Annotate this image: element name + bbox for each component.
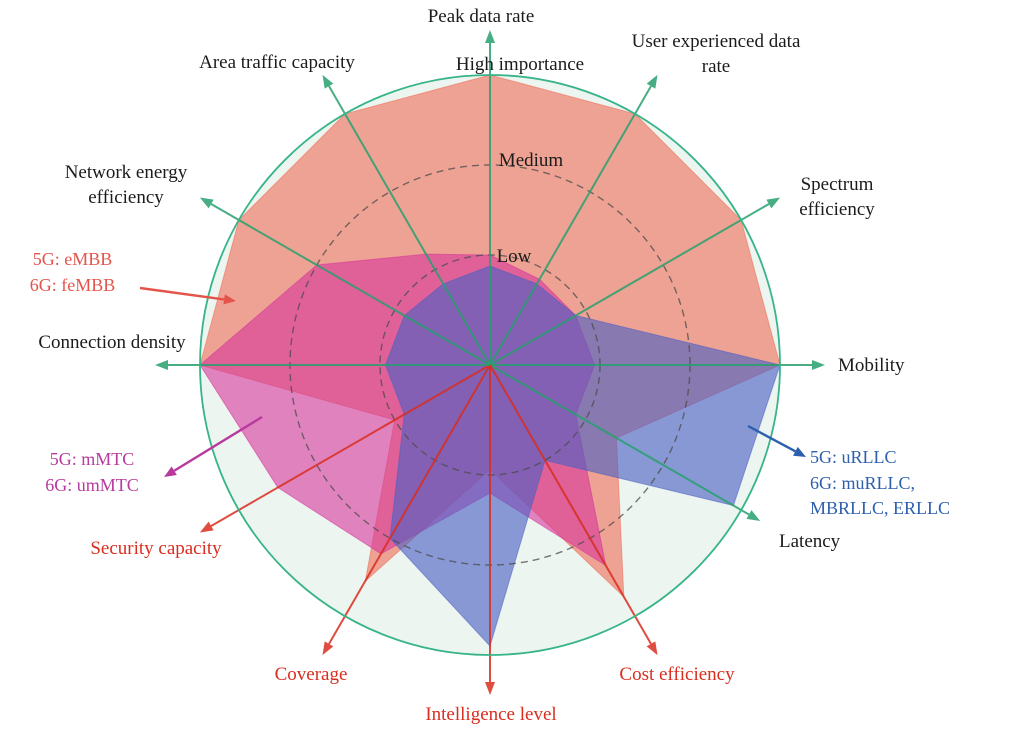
legend-mmtc: 5G: mMTC 6G: umMTC (22, 447, 162, 498)
axis-label-cost-efficiency: Cost efficiency (619, 664, 735, 685)
axis-label-security-capacity: Security capacity (90, 538, 222, 559)
legend-embb-line-2: 6G: feMBB (29, 274, 116, 295)
legend-urllc: 5G: uRLLC 6G: muRLLC, MBRLLC, ERLLC (810, 445, 1000, 522)
axis-label-area-traffic-capacity: Area traffic capacity (199, 52, 355, 73)
axis-label-intelligence-level: Intelligence level (425, 704, 557, 725)
legend-embb: 5G: eMBB 6G: feMBB (5, 247, 140, 298)
axis-label-connection-density: Connection density (38, 332, 186, 353)
ring-label-low: Low (496, 246, 532, 267)
axis-label-user-experienced-data-rate: User experienced data rate (631, 31, 801, 77)
legend-mmtc-line-1: 5G: mMTC (49, 449, 135, 469)
legend-mmtc-line-2: 6G: umMTC (45, 474, 139, 495)
axis-label-network-energy-efficiency: Network energy efficiency (64, 162, 188, 208)
axis-label-peak-data-rate: Peak data rate (427, 6, 535, 27)
axis-label-spectrum-efficiency: Spectrum efficiency (799, 174, 875, 220)
legend-urllc-line-2: 6G: muRLLC, (810, 472, 916, 493)
axis-label-coverage: Coverage (274, 664, 348, 685)
legend-urllc-line-1: 5G: uRLLC (810, 447, 897, 467)
ring-label-medium: Medium (498, 150, 564, 171)
legend-embb-line-1: 5G: eMBB (32, 249, 113, 269)
legend-urllc-line-3: MBRLLC, ERLLC (810, 498, 951, 519)
ring-label-high-importance: High importance (455, 54, 585, 75)
axis-label-mobility: Mobility (838, 355, 905, 376)
axis-label-latency: Latency (779, 531, 841, 552)
